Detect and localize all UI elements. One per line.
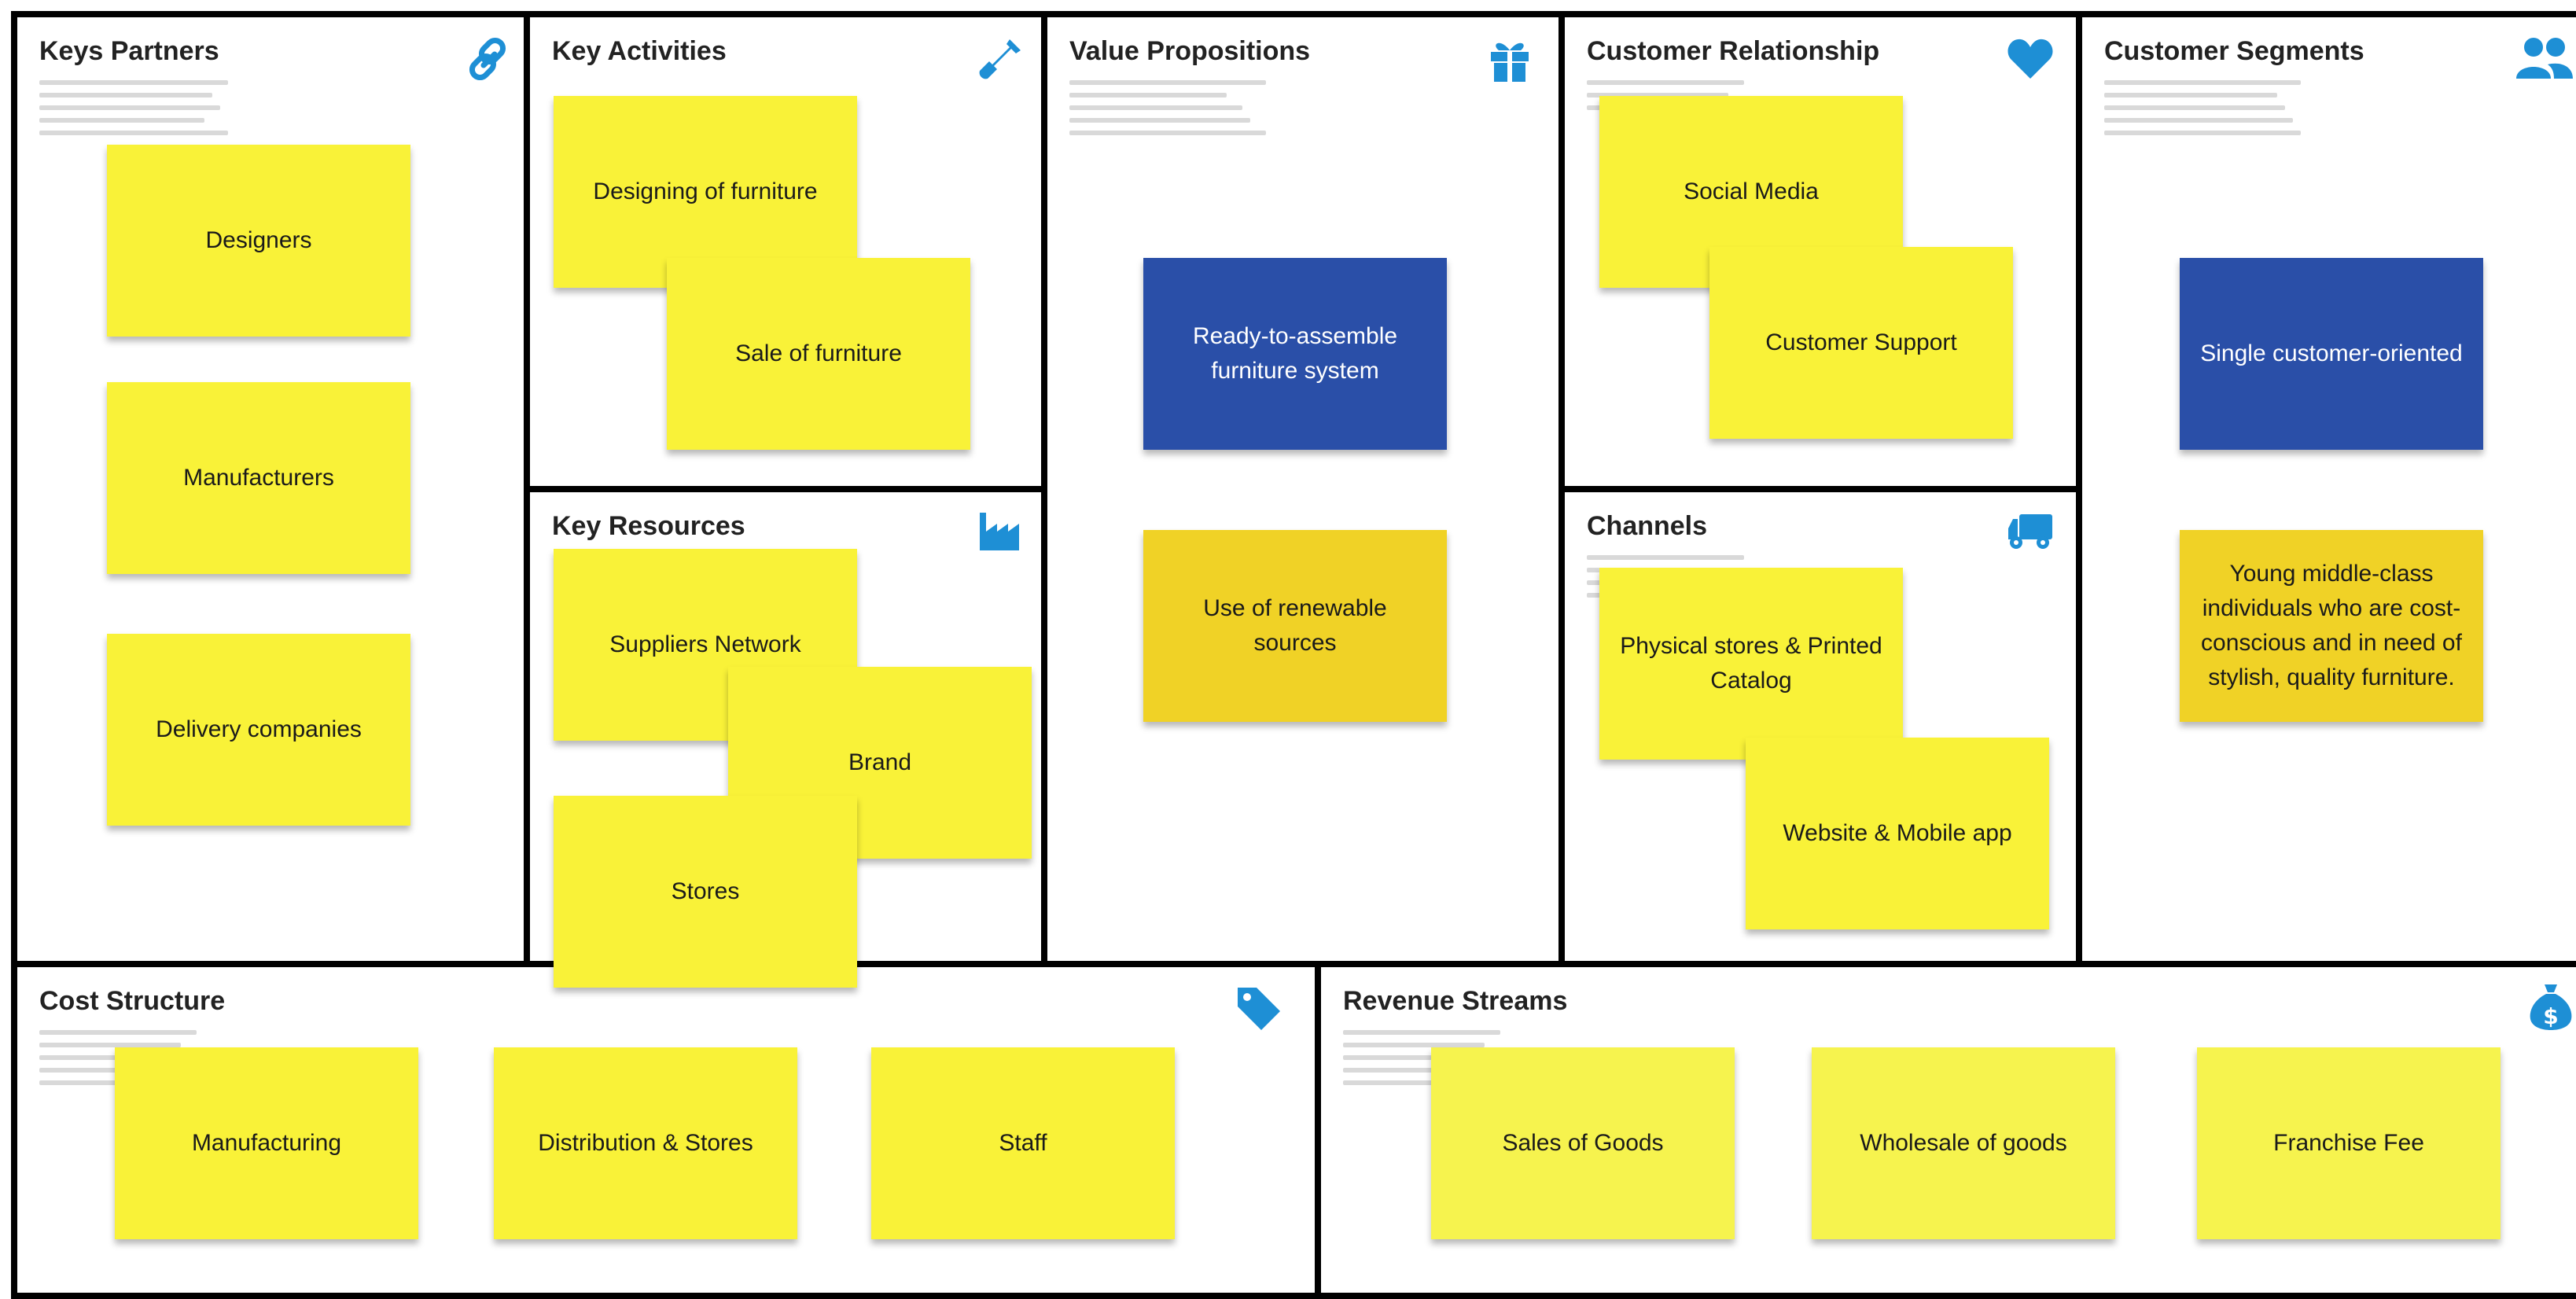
value-propositions-block: Value Propositions [1041, 11, 1565, 967]
factory-icon [977, 505, 1027, 555]
placeholder-lines [2104, 80, 2301, 143]
sticky-note: Staff [871, 1047, 1175, 1239]
sticky-note: Stores [554, 796, 857, 988]
sticky-note: Distribution & Stores [494, 1047, 797, 1239]
sticky-note: Young middle-class individuals who are c… [2180, 530, 2483, 722]
gift-icon [1485, 35, 1535, 85]
block-title: Key Resources [552, 511, 745, 541]
sticky-note: Sale of furniture [667, 258, 970, 450]
sticky-note: Ready-to-assemble furniture system [1143, 258, 1447, 450]
sticky-note: Physical stores & Printed Catalog [1599, 568, 1903, 760]
block-title: Key Activities [552, 36, 727, 66]
sticky-note: Delivery companies [107, 634, 410, 826]
placeholder-lines [1069, 80, 1266, 143]
sticky-note: Designing of furniture [554, 96, 857, 288]
price-tag-icon [1233, 983, 1283, 1033]
sticky-note: Manufacturers [107, 382, 410, 574]
sticky-note: Manufacturing [115, 1047, 418, 1239]
sticky-note: Website & Mobile app [1746, 738, 2049, 929]
block-title: Value Propositions [1069, 36, 1311, 66]
users-icon [2513, 33, 2576, 83]
customer-segments-block: Customer Segments [2076, 11, 2576, 967]
truck-icon [2005, 505, 2055, 555]
sticky-note: Franchise Fee [2197, 1047, 2501, 1239]
block-title: Customer Relationship [1587, 36, 1880, 66]
block-title: Keys Partners [39, 36, 219, 66]
placeholder-lines [1343, 1030, 1500, 1093]
sticky-note: Wholesale of goods [1812, 1047, 2115, 1239]
money-bag-icon: $ [2526, 981, 2576, 1032]
sticky-note: Designers [107, 145, 410, 337]
sticky-note: Use of renewable sources [1143, 530, 1447, 722]
sticky-note: Single customer-oriented [2180, 258, 2483, 450]
sticky-note: Customer Support [1709, 247, 2013, 439]
heart-icon [2005, 33, 2055, 83]
sticky-note: Sales of Goods [1431, 1047, 1735, 1239]
placeholder-lines [39, 80, 228, 143]
block-title: Revenue Streams [1343, 986, 1568, 1016]
svg-text:$: $ [2543, 1003, 2558, 1029]
link-icon [464, 35, 514, 85]
block-title: Customer Segments [2104, 36, 2364, 66]
placeholder-lines [39, 1030, 197, 1093]
shovel-icon [975, 35, 1025, 85]
block-title: Channels [1587, 511, 1708, 541]
block-title: Cost Structure [39, 986, 226, 1016]
